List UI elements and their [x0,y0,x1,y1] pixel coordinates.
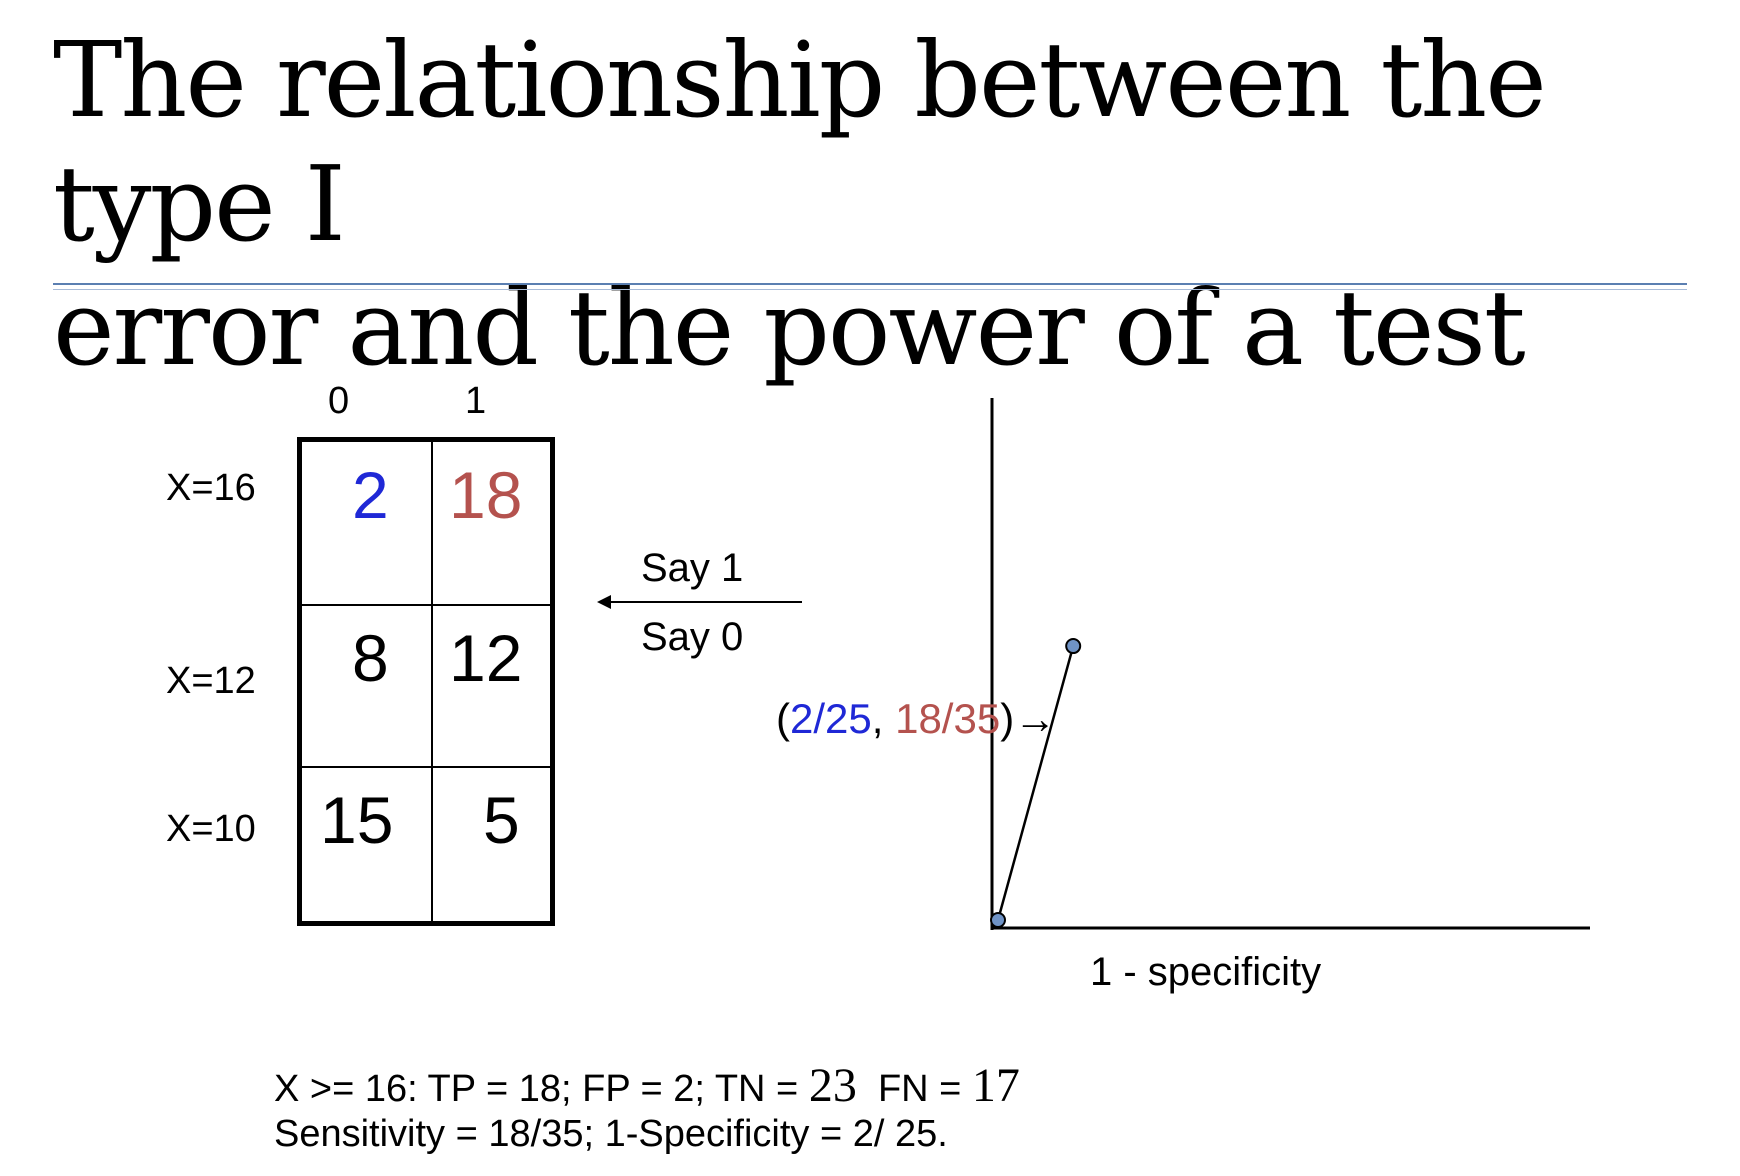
roc-point-0 [990,912,1006,928]
roc-point-1 [1065,638,1082,655]
row-label-x10: X=10 [166,808,256,850]
summary-line-2: Sensitivity = 18/35; 1-Specificity = 2/ … [274,1113,948,1155]
column-header-0: 0 [328,380,350,422]
tn-value: 23 [808,1059,857,1112]
say-0-label: Say 0 [641,615,744,659]
cell-x12-1: 12 [449,621,523,695]
cell-x16-0: 2 [352,458,389,532]
point-label-tp: 18/35 [895,695,1001,742]
column-header-1: 1 [465,380,487,422]
row-label-x16: X=16 [166,467,256,509]
cell-x10-0: 15 [320,783,394,857]
table-row-divider [302,604,550,606]
threshold-arrow-line [608,601,802,603]
cell-x10-1: 5 [483,783,520,857]
summary-line-1: X >= 16: TP = 18; FP = 2; TN = 23 FN = 1… [274,1058,1020,1113]
point-label-sep: , [871,695,896,742]
roc-point-label: (2/25, 18/35)→ [776,695,1056,743]
table-row-divider [302,766,550,768]
title-divider-thin [53,289,1687,290]
contingency-table: 2 18 8 12 15 5 [297,437,555,926]
say-1-label: Say 1 [641,546,744,590]
row-label-x12: X=12 [166,660,256,702]
table-column-divider [431,442,433,921]
cell-x12-0: 8 [352,621,389,695]
title-divider [53,283,1687,285]
slide-title-line-1: The relationship between the type I [53,19,1547,265]
point-label-close: )→ [1000,695,1057,742]
cell-x16-1: 18 [449,458,523,532]
threshold-arrow-head [597,595,611,609]
slide-title: The relationship between the type I erro… [53,18,1693,390]
slide-title-line-2: error and the power of a test [53,267,1526,389]
roc-curve-line [996,645,1075,921]
point-label-fp: 2/25 [790,695,872,742]
summary-counts: X >= 16: TP = 18; FP = 2; TN = [274,1068,799,1110]
x-axis-label: 1 - specificity [1090,950,1322,994]
fn-label: FN = [877,1068,962,1110]
point-label-open: ( [776,695,790,742]
fn-value: 17 [971,1059,1020,1112]
